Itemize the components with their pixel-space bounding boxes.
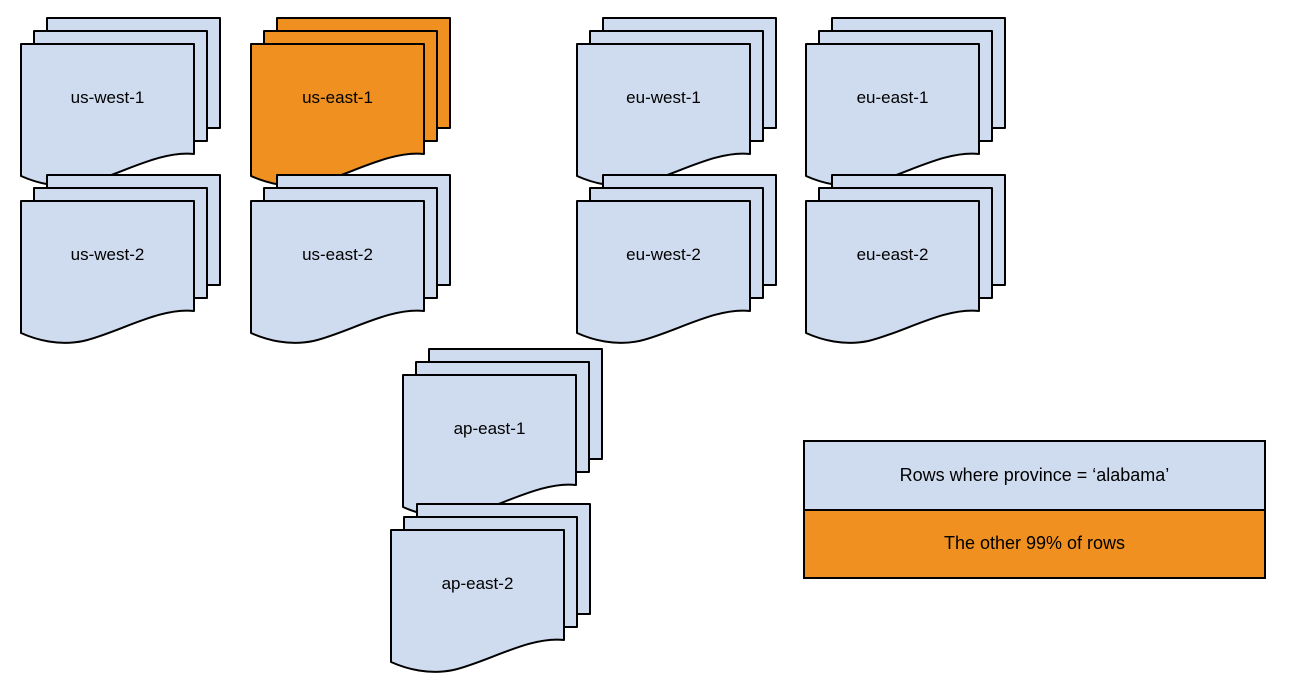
document-stack-us-east-1[interactable]: us-east-1 xyxy=(250,17,451,187)
document-stack-shape-us-west-1 xyxy=(20,17,221,187)
legend-label: The other 99% of rows xyxy=(943,533,1126,554)
document-stack-shape-eu-east-2 xyxy=(805,174,1006,344)
document-stack-eu-east-1[interactable]: eu-east-1 xyxy=(805,17,1006,187)
document-stack-shape-us-east-2 xyxy=(250,174,451,344)
document-stack-eu-west-2[interactable]: eu-west-2 xyxy=(576,174,777,344)
legend: Rows where province = ‘alabama’ The other… xyxy=(803,440,1266,579)
document-card xyxy=(250,200,425,344)
document-stack-eu-west-1[interactable]: eu-west-1 xyxy=(576,17,777,187)
document-stack-shape-eu-west-1 xyxy=(576,17,777,187)
document-stack-shape-us-east-1 xyxy=(250,17,451,187)
legend-label: Rows where province = ‘alabama’ xyxy=(899,464,1170,485)
document-card xyxy=(576,200,751,344)
document-stack-shape-ap-east-1 xyxy=(402,348,603,518)
document-stack-us-west-1[interactable]: us-west-1 xyxy=(20,17,221,187)
document-card xyxy=(402,374,577,518)
document-card xyxy=(390,529,565,673)
document-stack-shape-eu-west-2 xyxy=(576,174,777,344)
document-card xyxy=(250,43,425,187)
document-card xyxy=(576,43,751,187)
document-stack-eu-east-2[interactable]: eu-east-2 xyxy=(805,174,1006,344)
document-stack-ap-east-2[interactable]: ap-east-2 xyxy=(390,503,591,673)
document-stack-shape-us-west-2 xyxy=(20,174,221,344)
document-stack-us-west-2[interactable]: us-west-2 xyxy=(20,174,221,344)
legend-blue-row: Rows where province = ‘alabama’ xyxy=(805,442,1264,511)
legend-orange-row: The other 99% of rows xyxy=(805,510,1264,577)
document-card xyxy=(805,200,980,344)
document-card xyxy=(20,200,195,344)
document-card xyxy=(805,43,980,187)
document-card xyxy=(20,43,195,187)
document-stack-shape-eu-east-1 xyxy=(805,17,1006,187)
document-stack-shape-ap-east-2 xyxy=(390,503,591,673)
document-stack-ap-east-1[interactable]: ap-east-1 xyxy=(402,348,603,518)
document-stack-us-east-2[interactable]: us-east-2 xyxy=(250,174,451,344)
